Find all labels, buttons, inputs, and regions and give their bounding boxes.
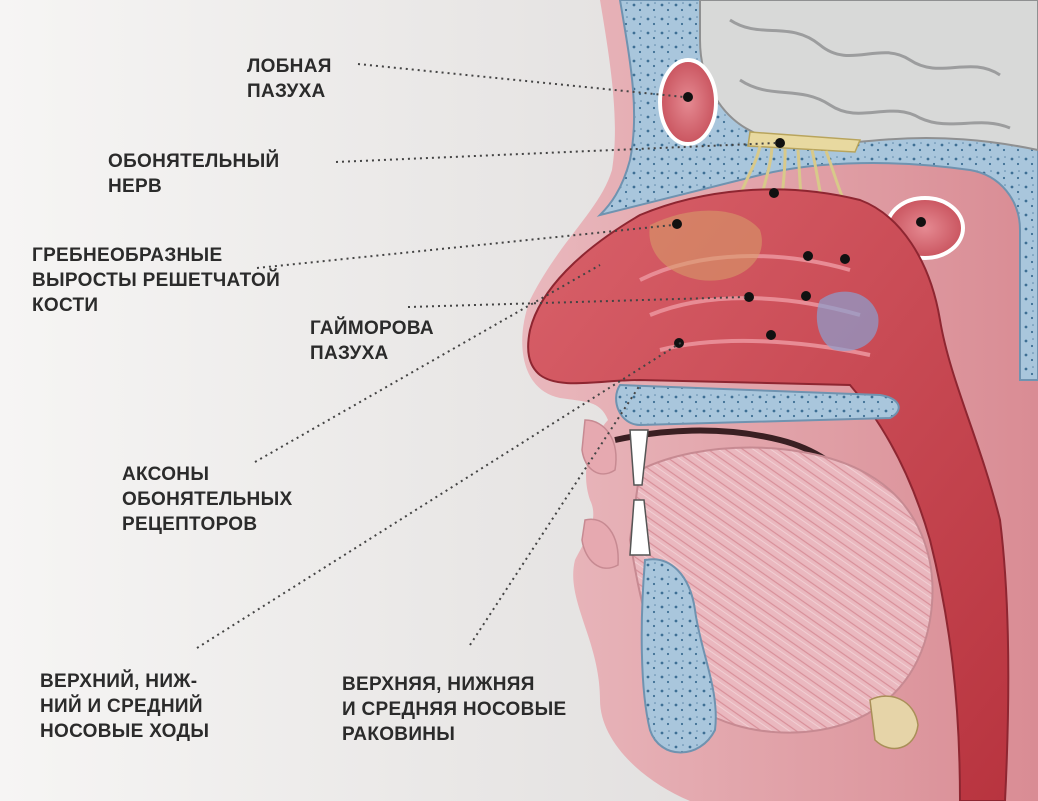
label-line: ВЫРОСТЫ РЕШЕТЧАТОЙ	[32, 268, 280, 293]
label-line: ПАЗУХА	[310, 341, 434, 366]
label-line: ГАЙМОРОВА	[310, 316, 434, 341]
label-line: ЛОБНАЯ	[247, 54, 332, 79]
label-line: ВЕРХНИЙ, НИЖ-	[40, 669, 209, 694]
label-ethmoid-crests: ГРЕБНЕОБРАЗНЫЕ ВЫРОСТЫ РЕШЕТЧАТОЙ КОСТИ	[32, 243, 280, 318]
brain	[700, 0, 1038, 150]
label-nasal-conchae: ВЕРХНЯЯ, НИЖНЯЯ И СРЕДНЯЯ НОСОВЫЕ РАКОВИ…	[342, 672, 566, 747]
label-line: КОСТИ	[32, 293, 280, 318]
label-line: ПАЗУХА	[247, 79, 332, 104]
label-line: ВЕРХНЯЯ, НИЖНЯЯ	[342, 672, 566, 697]
label-olfactory-nerve: ОБОНЯТЕЛЬНЫЙ НЕРВ	[108, 149, 279, 199]
label-line: ОБОНЯТЕЛЬНЫЙ	[108, 149, 279, 174]
label-line: ОБОНЯТЕЛЬНЫХ	[122, 487, 292, 512]
label-nasal-passages: ВЕРХНИЙ, НИЖ- НИЙ И СРЕДНИЙ НОСОВЫЕ ХОДЫ	[40, 669, 209, 744]
label-line: НОСОВЫЕ ХОДЫ	[40, 719, 209, 744]
label-line: АКСОНЫ	[122, 462, 292, 487]
label-line: РЕЦЕПТОРОВ	[122, 512, 292, 537]
label-line: НИЙ И СРЕДНИЙ	[40, 694, 209, 719]
label-maxillary-sinus: ГАЙМОРОВА ПАЗУХА	[310, 316, 434, 366]
label-line: ГРЕБНЕОБРАЗНЫЕ	[32, 243, 280, 268]
label-line: НЕРВ	[108, 174, 279, 199]
label-line: РАКОВИНЫ	[342, 722, 566, 747]
label-frontal-sinus: ЛОБНАЯ ПАЗУХА	[247, 54, 332, 104]
label-line: И СРЕДНЯЯ НОСОВЫЕ	[342, 697, 566, 722]
label-receptor-axons: АКСОНЫ ОБОНЯТЕЛЬНЫХ РЕЦЕПТОРОВ	[122, 462, 292, 537]
